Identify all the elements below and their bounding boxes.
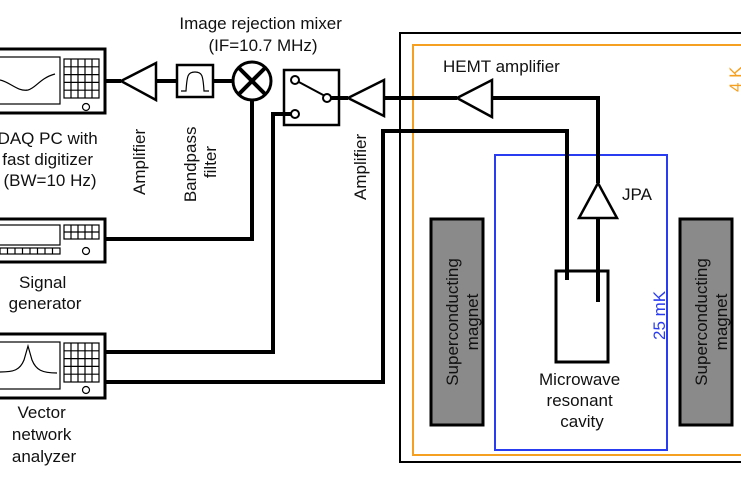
mixer-label: Image rejection mixer (IF=10.7 MHz) bbox=[179, 14, 346, 55]
stage-25mk-label: 25 mK bbox=[650, 290, 669, 340]
vna-label: Vector network analyzer bbox=[12, 403, 77, 466]
stage-4k-box bbox=[412, 44, 741, 456]
daq-label: DAQ PC with fast digitizer (BW=10 Hz) bbox=[0, 129, 102, 190]
mixer-icon bbox=[231, 60, 273, 102]
magnet-right-line2: magnet bbox=[712, 293, 731, 350]
amplifier2-icon bbox=[345, 77, 386, 119]
daq-pc-instrument bbox=[0, 47, 107, 115]
svg-text:Superconductingmagnet: Superconductingmagnet bbox=[443, 258, 482, 386]
lo-wire bbox=[105, 100, 254, 241]
cavity-label: Microwave resonant cavity bbox=[539, 370, 625, 431]
bandpass-filter-icon bbox=[175, 63, 215, 99]
stage-4k-label: 4 K bbox=[726, 66, 741, 92]
stage-25mk-box bbox=[494, 154, 668, 451]
rf-switch-icon bbox=[282, 68, 341, 127]
signal-generator-instrument bbox=[0, 217, 107, 264]
magnet-left-line2: magnet bbox=[463, 293, 482, 350]
hemt-amplifier-icon bbox=[454, 77, 494, 120]
magnet-right-line1: Superconducting bbox=[692, 258, 711, 386]
cryostat-outer bbox=[399, 32, 741, 463]
vna-drive-wire bbox=[105, 129, 569, 384]
amplifier2-label: Amplifier bbox=[351, 134, 370, 200]
microwave-cavity bbox=[554, 269, 610, 364]
bandpass-label: Bandpass filter bbox=[181, 122, 220, 202]
amplifier1-label: Amplifier bbox=[130, 129, 149, 195]
magnet-left: Superconductingmagnet bbox=[429, 217, 485, 427]
jpa-to-hemt-wire bbox=[492, 96, 600, 183]
daq-keypad-icon bbox=[63, 58, 100, 99]
jpa-label: JPA bbox=[622, 185, 653, 204]
hemt-label: HEMT amplifier bbox=[443, 57, 560, 76]
magnet-left-line1: Superconducting bbox=[443, 258, 462, 386]
amplifier1-icon bbox=[118, 60, 158, 103]
jpa-amplifier-icon bbox=[576, 180, 620, 220]
signal-generator-label: Signal generator bbox=[9, 273, 82, 313]
vna-instrument bbox=[0, 332, 107, 400]
magnet-right: Superconductingmagnet bbox=[678, 217, 734, 427]
svg-text:Superconductingmagnet: Superconductingmagnet bbox=[692, 258, 731, 386]
